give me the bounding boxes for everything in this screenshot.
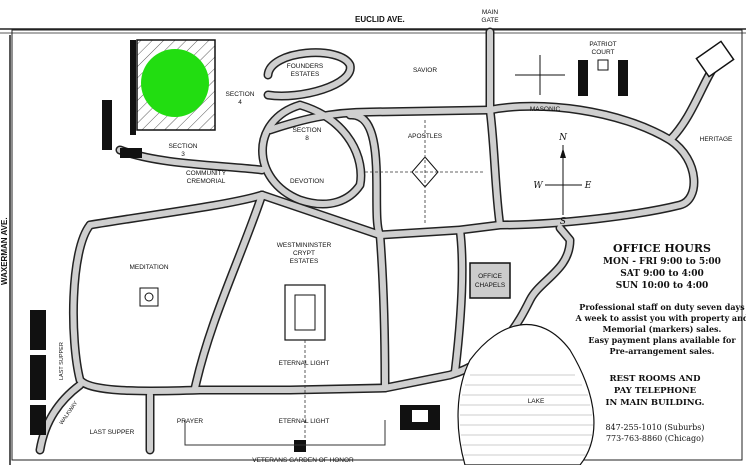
veterans-label[interactable]: VETERANS GARDEN OF HONOR: [252, 457, 354, 464]
eternal-light-label-2[interactable]: ETERNAL LIGHT: [279, 418, 330, 425]
last-supper-block-3: [30, 405, 46, 435]
section8-label-1[interactable]: SECTION: [293, 127, 322, 134]
highlight-marker[interactable]: [141, 49, 209, 117]
compass-s: S: [560, 217, 566, 227]
mausoleum-block: [102, 100, 112, 150]
savior-label[interactable]: SAVIOR: [413, 67, 437, 74]
staff-note-1: Professional staff on duty seven days: [579, 302, 745, 312]
section4-label-1[interactable]: SECTION: [226, 91, 255, 98]
phone-chicago[interactable]: 773-763-8860 (Chicago): [606, 434, 704, 443]
section4-label-2[interactable]: 4: [238, 99, 242, 106]
waterman-ave-label: WAXERMAN AVE.: [0, 217, 9, 285]
westminster-label-3[interactable]: ESTATES: [290, 258, 319, 265]
main-gate-label-1: MAIN: [482, 9, 499, 16]
main-gate-label-2: GATE: [481, 17, 499, 24]
section3-label-2[interactable]: 3: [181, 151, 185, 158]
phone-suburbs[interactable]: 847-255-1010 (Suburbs): [605, 423, 704, 432]
founders-label-2[interactable]: ESTATES: [291, 71, 320, 78]
office-hours-weekday: MON - FRI 9:00 to 5:00: [603, 257, 721, 267]
masonic-label[interactable]: MASONIC: [530, 106, 561, 113]
patriot-label-1[interactable]: PATRIOT: [589, 41, 616, 48]
last-supper-block-2: [30, 355, 46, 400]
staff-note-3: Memorial (markers) sales.: [603, 324, 722, 334]
last-supper-label-bottom[interactable]: LAST SUPPER: [90, 429, 135, 436]
section8-label-2[interactable]: 8: [305, 135, 309, 142]
restrooms-1: REST ROOMS AND: [609, 374, 701, 384]
compass-w: W: [533, 181, 543, 191]
staff-note-2: A week to assist you with property and: [575, 313, 746, 323]
crypt-estates-outline: [284, 284, 326, 341]
community-label-1[interactable]: COMMUNITY: [186, 170, 227, 177]
last-supper-label-side[interactable]: LAST SUPPER: [59, 342, 65, 380]
euclid-ave-label: EUCLID AVE.: [355, 15, 405, 24]
office-hours-title: OFFICE HOURS: [613, 242, 711, 255]
heritage-label[interactable]: HERITAGE: [700, 136, 733, 143]
eternal-light-label-1[interactable]: ETERNAL LIGHT: [279, 360, 330, 367]
compass-e: E: [584, 181, 592, 191]
office-hours-sun: SUN 10:00 to 4:00: [616, 281, 709, 291]
office-label-1[interactable]: OFFICE: [478, 273, 502, 280]
section3-label-1[interactable]: SECTION: [169, 143, 198, 150]
office-chapels-building[interactable]: [469, 262, 511, 299]
compass-rose: [545, 145, 582, 215]
staff-note-4: Easy payment plans available for: [588, 335, 736, 345]
lake-label: LAKE: [528, 398, 545, 405]
meditation-label[interactable]: MEDITATION: [129, 264, 168, 271]
heritage-building: [695, 40, 735, 78]
office-label-2[interactable]: CHAPELS: [475, 282, 506, 289]
devotion-label[interactable]: DEVOTION: [290, 178, 324, 185]
last-supper-block-1: [30, 310, 46, 350]
restrooms-2: PAY TELEPHONE: [614, 386, 697, 396]
westminster-label-1[interactable]: WESTMININSTER: [277, 242, 332, 249]
office-hours-sat: SAT 9:00 to 4:00: [620, 269, 703, 279]
apostles-label[interactable]: APOSTLES: [408, 133, 443, 140]
patriot-label-2[interactable]: COURT: [592, 49, 615, 56]
compass-n: N: [558, 133, 568, 143]
patriot-wall-right: [618, 60, 628, 96]
staff-note-5: Pre-arrangement sales.: [610, 346, 715, 356]
prayer-label[interactable]: PRAYER: [177, 418, 204, 425]
founders-label-1[interactable]: FOUNDERS: [287, 63, 324, 70]
westminster-label-2[interactable]: CRYPT: [293, 250, 315, 257]
property-boundary: [11, 29, 743, 461]
patriot-wall-left: [578, 60, 588, 96]
restrooms-3: IN MAIN BUILDING.: [606, 398, 705, 408]
community-label-2[interactable]: CREMORIAL: [187, 178, 226, 185]
